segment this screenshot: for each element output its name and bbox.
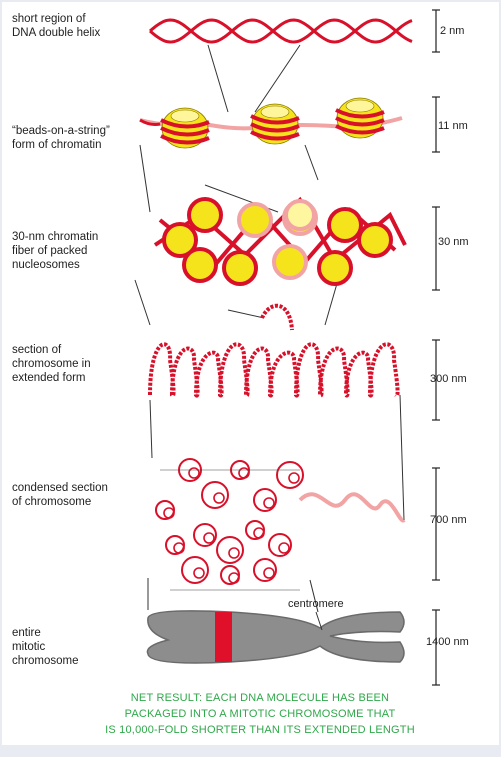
chromatin-coil bbox=[253, 488, 277, 512]
scale-label-2nm: 2 nm bbox=[440, 25, 465, 37]
centromere-band bbox=[215, 612, 232, 662]
chromatin-coil-inner bbox=[213, 492, 225, 504]
dna-wrap bbox=[335, 124, 385, 135]
chromatin-coil bbox=[165, 535, 185, 555]
dna-strand bbox=[149, 18, 413, 44]
chromatin-coil bbox=[155, 500, 175, 520]
scale-bar-11nm bbox=[432, 96, 440, 153]
histone-top bbox=[345, 99, 375, 113]
dna-wrap bbox=[160, 118, 210, 129]
chromatin-coil bbox=[268, 533, 292, 557]
zoom-connector bbox=[134, 279, 151, 326]
chromatid-pair bbox=[146, 610, 405, 664]
dna-strand bbox=[149, 18, 413, 44]
chromatin-coil-inner bbox=[173, 542, 185, 554]
scale-label-300nm: 300 nm bbox=[430, 373, 467, 385]
histone-top bbox=[170, 109, 200, 123]
scale-label-11nm: 11 nm bbox=[438, 120, 468, 132]
dna-wrap bbox=[335, 116, 385, 127]
dna-wrap bbox=[160, 126, 210, 137]
nucleosome-disk-back bbox=[284, 199, 316, 231]
chromatin-coil bbox=[276, 461, 304, 489]
stage-label-beads-on-string: “beads-on-a-string” form of chromatin bbox=[12, 125, 110, 151]
chromatin-coil bbox=[220, 565, 240, 585]
chromatin-coil-inner bbox=[253, 527, 265, 539]
beads-on-a-string bbox=[139, 97, 403, 149]
scale-label-700nm: 700 nm bbox=[430, 514, 467, 526]
stage-label-extended-chromosome: section of chromosome in extended form bbox=[12, 344, 91, 384]
nucleosome-disk bbox=[222, 250, 258, 286]
nucleosome-disk bbox=[187, 197, 223, 233]
scaffold-lines bbox=[160, 469, 300, 591]
scale-label-1400nm: 1400 nm bbox=[426, 636, 469, 648]
chromatin-coil-inner bbox=[188, 467, 200, 479]
centromere-pointer bbox=[315, 611, 323, 631]
nucleosome-disk bbox=[237, 202, 273, 238]
scale-bar-30nm bbox=[432, 206, 440, 291]
scale-bar-700nm bbox=[432, 467, 440, 581]
extended-tail bbox=[298, 492, 406, 523]
stage-label-30nm-fiber: 30-nm chromatin fiber of packed nucleoso… bbox=[12, 231, 99, 271]
nucleosome-disk bbox=[162, 222, 198, 258]
nucleosome-disk bbox=[182, 247, 218, 283]
zoom-connector bbox=[227, 309, 265, 319]
net-result-caption: NET RESULT: EACH DNA MOLECULE HAS BEEN P… bbox=[105, 692, 415, 736]
zoom-connector bbox=[304, 144, 319, 181]
nucleosome-bead bbox=[335, 97, 385, 139]
chromatin-coil-inner bbox=[263, 497, 275, 509]
zoom-connector bbox=[139, 144, 151, 213]
scale-bar-2nm bbox=[432, 9, 440, 53]
zoom-connector bbox=[399, 394, 405, 521]
nucleosome-bead bbox=[250, 103, 300, 145]
chromatin-coil-inner bbox=[288, 472, 300, 484]
chromatin-coil-inner bbox=[203, 532, 215, 544]
scale-label-30nm: 30 nm bbox=[438, 236, 469, 248]
thirty-nm-fiber bbox=[153, 196, 407, 286]
dna-double-helix bbox=[149, 18, 413, 44]
zoom-connector bbox=[149, 399, 153, 459]
chromatin-loop-path bbox=[148, 342, 400, 398]
histone-top bbox=[260, 105, 290, 119]
extended-chromosome-loops bbox=[148, 303, 400, 398]
condensed-chromosome-section bbox=[155, 458, 406, 591]
dna-wrap bbox=[335, 108, 385, 119]
chromatin-coil-inner bbox=[163, 507, 175, 519]
zoom-connector bbox=[324, 279, 339, 326]
zoom-connector bbox=[254, 44, 301, 113]
stage-label-condensed-section: condensed section of chromosome bbox=[12, 482, 108, 508]
chromatin-coil-inner bbox=[238, 467, 250, 479]
chromatin-coil bbox=[201, 481, 229, 509]
chromatin-coil bbox=[181, 556, 209, 584]
chromatin-loop-top bbox=[260, 303, 294, 331]
scale-bar-1400nm bbox=[432, 609, 440, 686]
dna-wrap bbox=[250, 130, 300, 141]
chromatin-coil-inner bbox=[263, 567, 275, 579]
centromere-label: centromere bbox=[288, 598, 344, 610]
chromatin-coil-inner bbox=[228, 547, 240, 559]
dna-wrap bbox=[160, 134, 210, 145]
chromatin-coil-inner bbox=[193, 567, 205, 579]
linker-dna-end bbox=[139, 118, 161, 126]
stage-label-mitotic-chromosome: entire mitotic chromosome bbox=[12, 627, 79, 667]
scale-bar-300nm bbox=[432, 339, 440, 421]
chromatin-coil-inner bbox=[228, 572, 240, 584]
chromatin-coil bbox=[193, 523, 217, 547]
chromatin-coil bbox=[216, 536, 244, 564]
mitotic-chromosome bbox=[146, 610, 405, 664]
nucleosome-disk bbox=[272, 244, 308, 280]
zoom-connector bbox=[309, 579, 319, 613]
nucleosome-bead bbox=[160, 107, 210, 149]
chromatin-coil-inner bbox=[278, 542, 290, 554]
chromatin-coil bbox=[253, 558, 277, 582]
dna-wrap bbox=[250, 114, 300, 125]
stage-label-dna-helix: short region of DNA double helix bbox=[12, 13, 101, 39]
nucleosome-disk bbox=[327, 207, 363, 243]
dna-wrap bbox=[250, 122, 300, 133]
chromatin-coil bbox=[245, 520, 265, 540]
zoom-connector bbox=[207, 44, 229, 113]
nucleosome-disk bbox=[317, 250, 353, 286]
nucleosome-disk bbox=[357, 222, 393, 258]
